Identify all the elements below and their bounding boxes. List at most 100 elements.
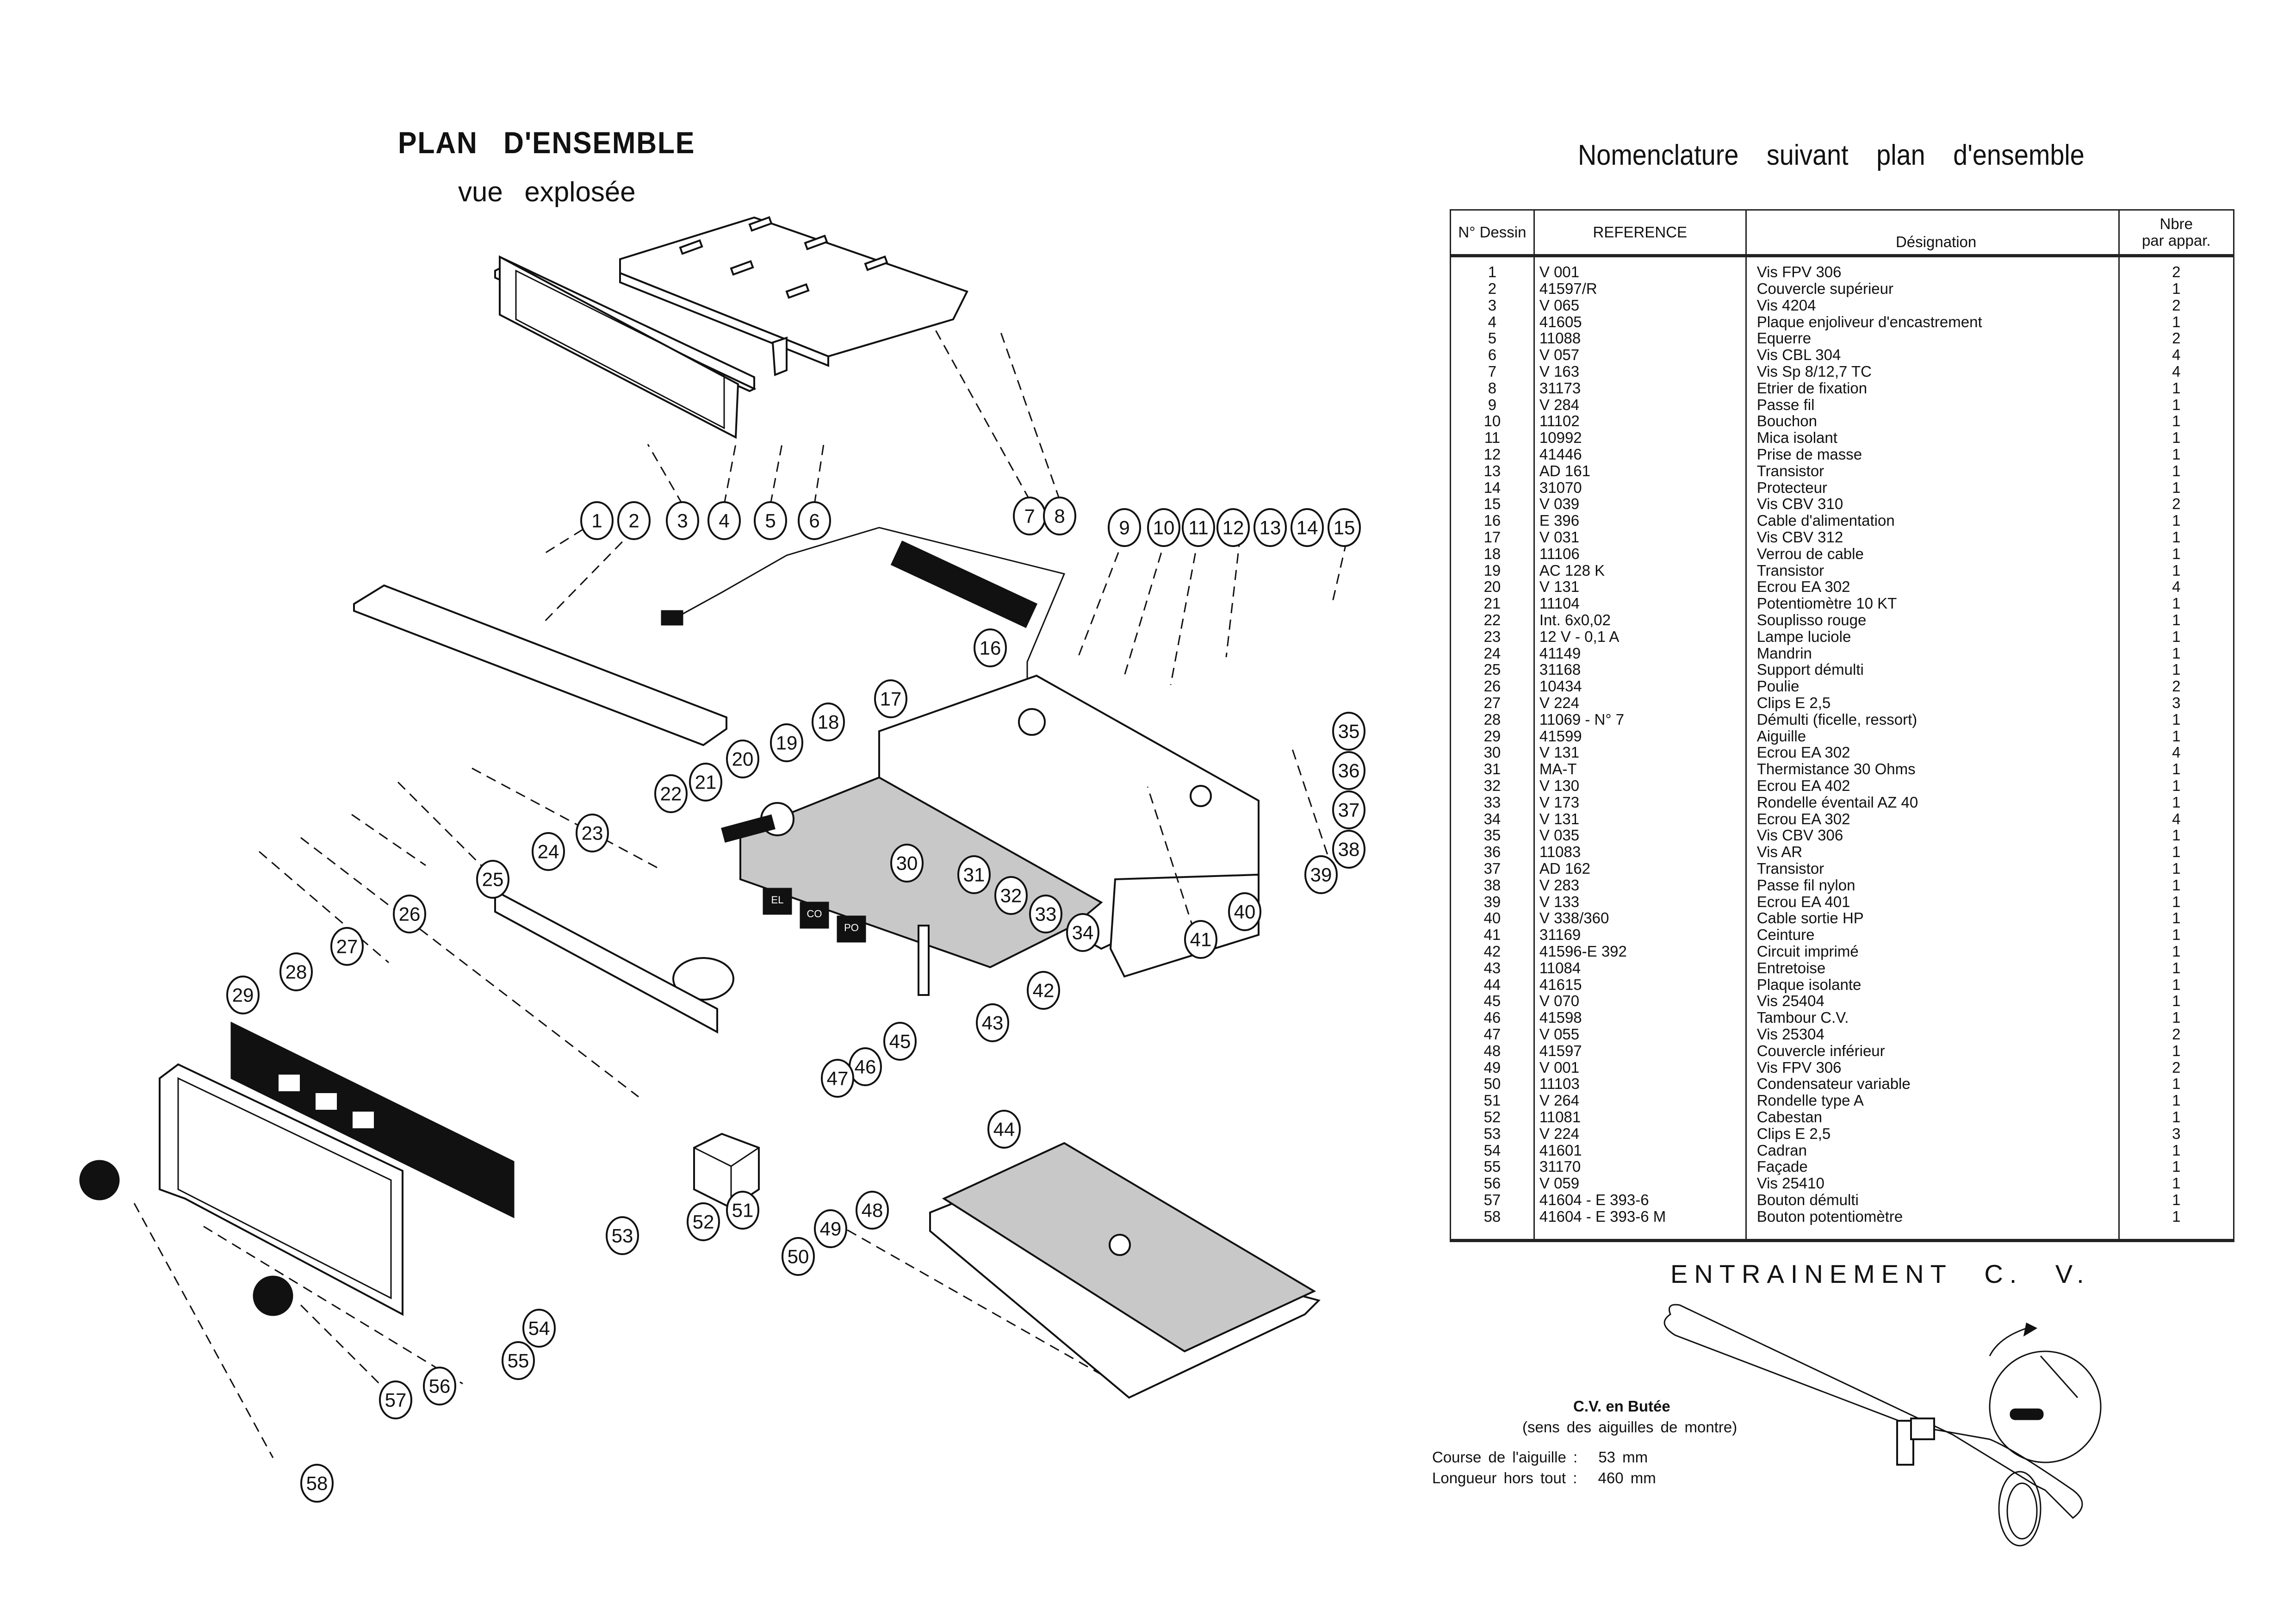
- cell-designation: Circuit imprimé: [1745, 943, 2120, 960]
- callout-marker: 5: [754, 501, 787, 540]
- cell-num: 44: [1450, 976, 1535, 993]
- cell-quantity: 1: [2118, 396, 2235, 413]
- nomenclature-table-wrap: N° Dessin REFERENCE Désignation Nbre par…: [1450, 209, 2235, 1242]
- callout-marker: 41: [1184, 920, 1217, 959]
- cv-spring-coil-inner: [2006, 1482, 2038, 1540]
- callout-number: 3: [677, 510, 688, 532]
- chassis-part: [878, 674, 1260, 978]
- cell-quantity: 2: [2118, 496, 2235, 513]
- power-cable-part: [661, 527, 1066, 680]
- callout-marker: 35: [1332, 712, 1365, 751]
- cell-quantity: 1: [2118, 512, 2235, 529]
- callout-number: 24: [538, 841, 559, 863]
- dial-part: [230, 1021, 515, 1219]
- callout-marker: 25: [476, 860, 509, 899]
- cell-reference: V 264: [1533, 1092, 1747, 1109]
- header-quantity-line1: Nbre: [2159, 215, 2193, 232]
- callout-circle: [707, 501, 741, 540]
- cell-quantity: 1: [2118, 993, 2235, 1010]
- cell-quantity: 1: [2118, 529, 2235, 546]
- cell-quantity: 1: [2118, 777, 2235, 794]
- cell-reference: V 173: [1533, 794, 1747, 811]
- callout-marker: 27: [330, 927, 364, 966]
- cell-num: 40: [1450, 910, 1535, 927]
- cell-quantity: 1: [2118, 413, 2235, 430]
- cell-designation: Passe fil: [1745, 396, 2120, 413]
- cell-num: 2: [1450, 280, 1535, 297]
- callout-circle: [1304, 855, 1338, 894]
- cell-quantity: 2: [2118, 330, 2235, 347]
- cv-direction-label: (sens des aiguilles de montre): [1522, 1418, 1738, 1436]
- cell-designation: Rondelle type A: [1745, 1092, 2120, 1109]
- callout-circle: [874, 679, 907, 718]
- cell-quantity: 1: [2118, 1158, 2235, 1175]
- cell-reference: AD 161: [1533, 463, 1747, 479]
- cell-designation: Equerre: [1745, 330, 2120, 347]
- cell-num: 43: [1450, 959, 1535, 976]
- cell-reference: V 001: [1533, 1059, 1747, 1076]
- callout-circle: [654, 774, 688, 813]
- callout-number: 2: [628, 510, 639, 532]
- cell-reference: 11083: [1533, 844, 1747, 860]
- cell-reference: AC 128 K: [1533, 562, 1747, 579]
- callout-marker: 9: [1108, 508, 1141, 547]
- cell-reference: V 133: [1533, 893, 1747, 910]
- callout-number: 28: [285, 961, 307, 983]
- cell-reference: Int. 6x0,02: [1533, 612, 1747, 628]
- cell-designation: Mica isolant: [1745, 429, 2120, 447]
- cell-num: 50: [1450, 1076, 1535, 1093]
- cell-reference: V 224: [1533, 1125, 1747, 1142]
- callout-marker: 33: [1029, 895, 1062, 933]
- cell-quantity: 1: [2118, 1109, 2235, 1126]
- cv-drive-title: ENTRAINEMENT C. V.: [1670, 1259, 2091, 1288]
- cell-designation: Entretoise: [1745, 959, 2120, 976]
- callout-circle: [687, 1202, 720, 1241]
- cell-quantity: 1: [2118, 645, 2235, 662]
- cell-reference: V 065: [1533, 297, 1747, 314]
- callout-circle: [1332, 830, 1365, 869]
- cell-quantity: 1: [2118, 313, 2235, 330]
- callout-circle: [1332, 790, 1365, 829]
- cell-reference: 41599: [1533, 728, 1747, 745]
- cell-designation: Vis FPV 306: [1745, 255, 2120, 281]
- callout-marker: 4: [707, 501, 741, 540]
- cell-designation: Ecrou EA 401: [1745, 893, 2120, 910]
- cell-num: 58: [1450, 1208, 1535, 1242]
- callout-marker: 6: [798, 501, 831, 540]
- cell-num: 26: [1450, 678, 1535, 695]
- cell-quantity: 1: [2118, 927, 2235, 943]
- callout-marker: 50: [782, 1237, 815, 1276]
- callout-number: 29: [232, 984, 254, 1006]
- cell-quantity: 1: [2118, 976, 2235, 993]
- cell-num: 5: [1450, 330, 1535, 347]
- callout-number: 22: [660, 783, 682, 805]
- callout-marker: 1: [580, 501, 614, 540]
- cell-quantity: 1: [2118, 429, 2235, 447]
- cell-reference: 11081: [1533, 1109, 1747, 1126]
- cv-course-value: 53 mm: [1598, 1449, 1648, 1466]
- callout-marker: 44: [987, 1110, 1021, 1149]
- callout-marker: 39: [1304, 855, 1338, 894]
- callout-circle: [580, 501, 614, 540]
- callout-marker: 18: [812, 703, 845, 741]
- header-quantity: Nbre par appar.: [2118, 209, 2235, 258]
- callout-number: 35: [1338, 721, 1360, 742]
- cell-designation: Transistor: [1745, 860, 2120, 877]
- cell-num: 36: [1450, 844, 1535, 860]
- header-quantity-line2: par appar.: [2141, 232, 2211, 249]
- cell-designation: Lampe luciole: [1745, 628, 2120, 645]
- cell-num: 6: [1450, 347, 1535, 364]
- cell-reference: 12 V - 0,1 A: [1533, 628, 1747, 645]
- cell-reference: V 163: [1533, 363, 1747, 380]
- callout-marker: 30: [890, 844, 924, 883]
- cell-num: 48: [1450, 1042, 1535, 1059]
- cell-quantity: 3: [2118, 1125, 2235, 1142]
- cell-designation: Verrou de cable: [1745, 546, 2120, 562]
- callout-number: 15: [1334, 517, 1355, 539]
